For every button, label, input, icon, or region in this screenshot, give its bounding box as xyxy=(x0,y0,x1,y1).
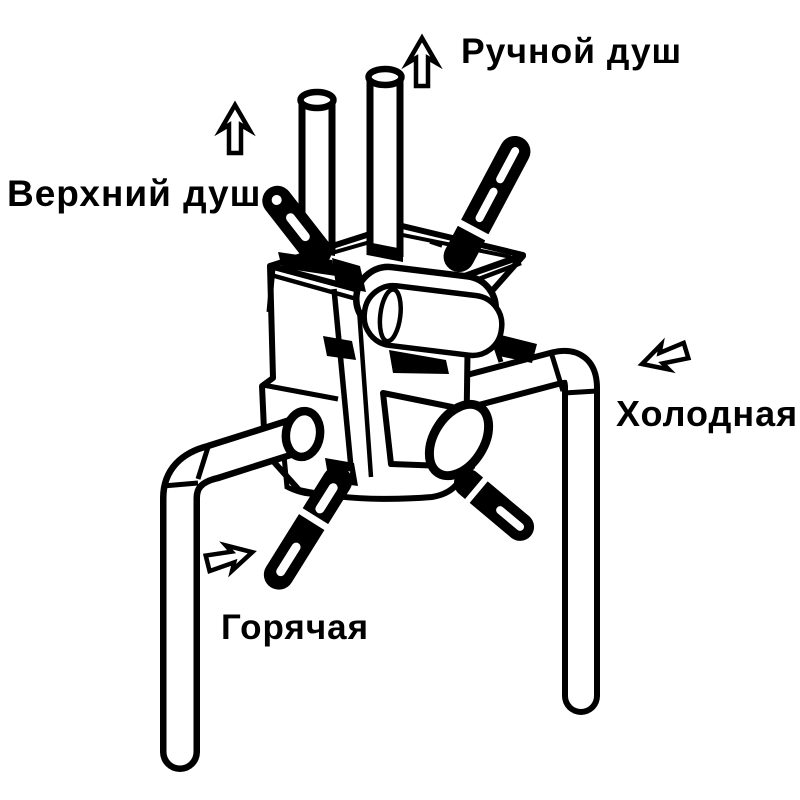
cartridge-cylinder xyxy=(380,390,494,481)
pipe-elbow-seam xyxy=(162,480,199,489)
hot-inlet-arrow-icon xyxy=(202,541,257,578)
cold-water-label: Холодная xyxy=(616,393,798,434)
pipe-open-end xyxy=(297,88,337,112)
mounting-lug-top-right xyxy=(443,135,531,273)
hot-water-pipe xyxy=(160,416,315,772)
edge-clamp-tab xyxy=(323,336,356,360)
up-arrow-icon xyxy=(401,33,443,89)
diverter-shadow xyxy=(389,350,449,374)
cold-inlet-arrow-icon xyxy=(637,337,692,374)
hand-shower-pipe xyxy=(365,65,405,262)
boss-end-cap xyxy=(377,287,403,344)
edge-clamp-tab xyxy=(332,258,366,292)
hot-inlet-port xyxy=(281,406,325,462)
diverter-boss xyxy=(353,263,505,359)
cold-water-pipe xyxy=(431,348,600,715)
diverter-shadow xyxy=(497,334,537,363)
mounting-lug-bottom-left xyxy=(263,466,353,590)
lug-foot xyxy=(266,252,336,313)
mounting-lug-bottom-right xyxy=(453,469,535,541)
body-front-edge xyxy=(331,288,355,479)
overhead-shower-label: Верхний душ xyxy=(7,173,261,214)
pipe-elbow-seam xyxy=(548,351,566,392)
up-arrow-icon xyxy=(214,100,256,156)
body-chamfer-edge xyxy=(355,294,374,478)
hot-water-label: Горячая xyxy=(221,608,369,647)
pipe-open-end xyxy=(365,65,405,89)
body-step-edge xyxy=(262,382,339,402)
cartridge-face xyxy=(424,399,494,481)
pipe-elbow-seam xyxy=(563,388,598,396)
hand-shower-label: Ручной душ xyxy=(461,31,682,71)
pipe-base-collar xyxy=(367,242,403,262)
pipe-elbow-seam xyxy=(195,443,212,480)
mounting-lug-top-left xyxy=(262,185,332,267)
